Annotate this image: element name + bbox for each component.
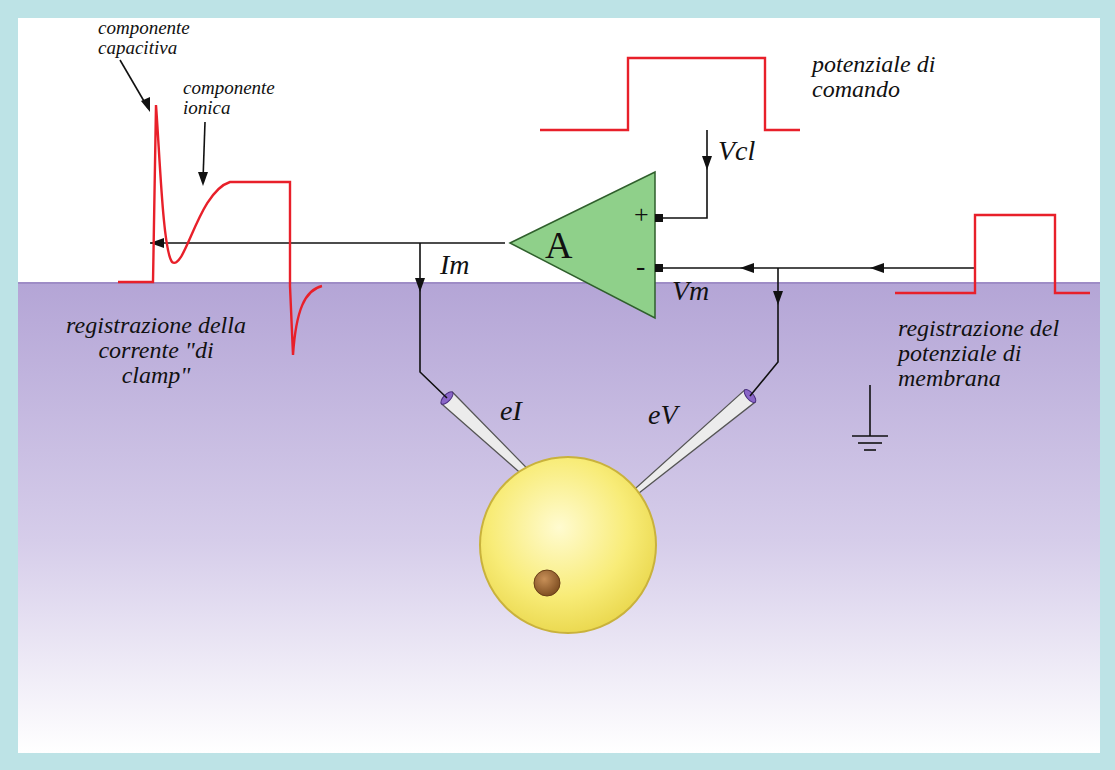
bath-surface (18, 282, 1100, 284)
trace-caption: registrazione del potenziale di membrana (898, 316, 1068, 392)
electrode-name: eV (648, 400, 678, 429)
amplifier-body (510, 172, 655, 318)
arrowheads (141, 97, 884, 305)
trace-caption: potenziale di comando (812, 52, 937, 102)
wires (120, 60, 975, 398)
bath (18, 283, 1100, 753)
annotation: componente ionica (183, 78, 293, 118)
command-pulse (540, 58, 800, 130)
plus-input: + (634, 202, 649, 228)
cell (480, 457, 656, 633)
membrane-potential-trace (895, 215, 1090, 293)
nucleus (534, 570, 560, 596)
signal-name: Vm (672, 276, 709, 305)
electrode-name: eI (500, 396, 522, 425)
annotation: componente capacitiva (98, 18, 218, 58)
trace-caption: registrazione della corrente "di clamp" (66, 313, 246, 389)
signal-name: Im (440, 250, 470, 279)
amplifier-name: A (545, 226, 572, 264)
panel (18, 18, 1100, 753)
signal-name: Vcl (718, 136, 755, 165)
traces (118, 58, 1090, 355)
amplifier-outline (505, 168, 665, 324)
ground-symbol (852, 385, 888, 450)
terminal (655, 264, 663, 272)
terminal (655, 214, 663, 222)
amplifier-triangle: A + - (505, 168, 665, 324)
minus-input: - (636, 252, 645, 280)
